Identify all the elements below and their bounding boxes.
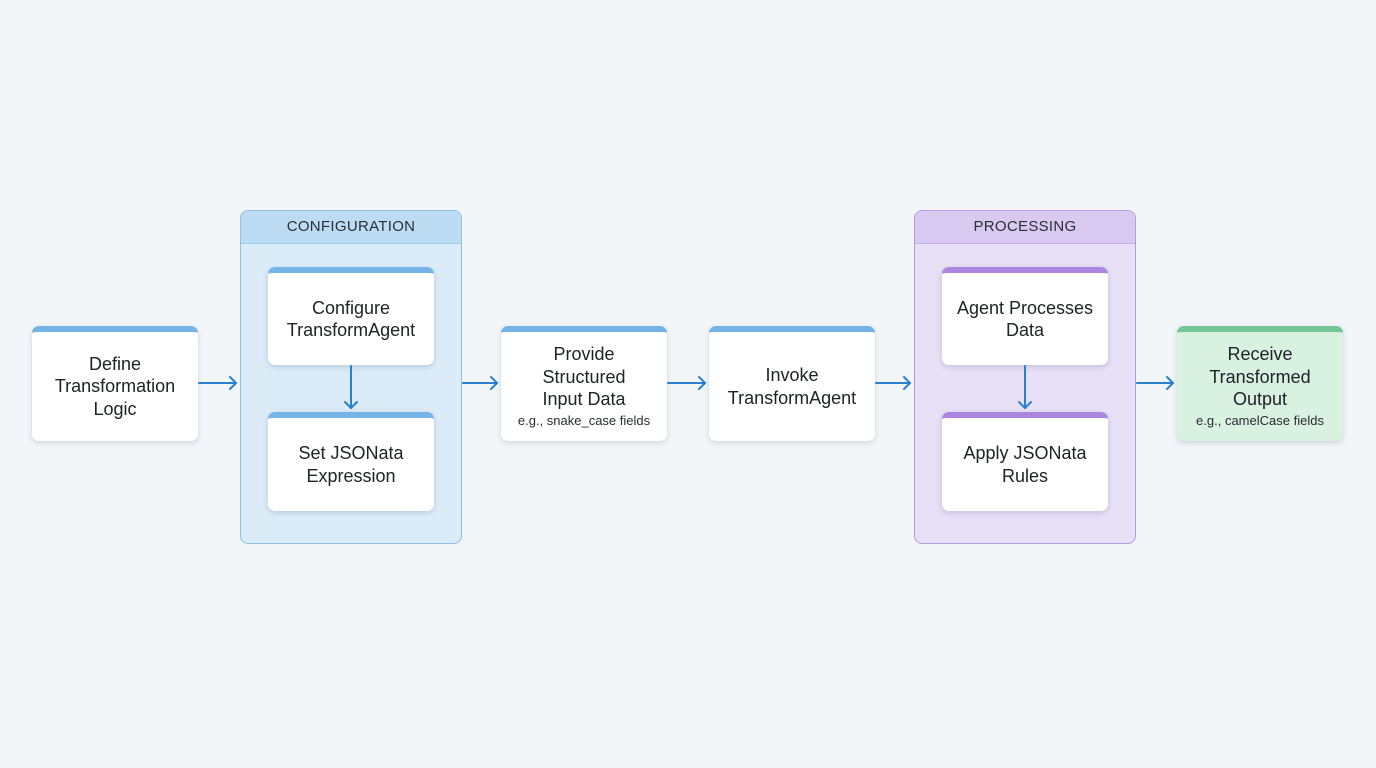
arrow-provide-to-invoke bbox=[667, 376, 706, 390]
arrow-define-to-configuration bbox=[198, 376, 237, 390]
arrow-configuration-to-provide bbox=[462, 376, 498, 390]
processing-group-label: PROCESSING bbox=[915, 211, 1135, 244]
provide-node-subtitle: e.g., snake_case fields bbox=[517, 412, 651, 428]
invoke-node-title: Invoke TransformAgent bbox=[727, 365, 857, 408]
provide-input-data-node: Provide Structured Input Data e.g., snak… bbox=[501, 326, 667, 441]
set-expression-node-title: Set JSONata Expression bbox=[298, 443, 404, 486]
define-node-title: Define Transformation Logic bbox=[54, 353, 176, 419]
invoke-transformagent-node: Invoke TransformAgent bbox=[709, 326, 875, 441]
provide-node-title: Provide Structured Input Data bbox=[542, 344, 626, 410]
agent-processes-data-node: Agent Processes Data bbox=[942, 267, 1108, 365]
define-transformation-logic-node: Define Transformation Logic bbox=[32, 326, 198, 441]
agent-processes-node-title: Agent Processes Data bbox=[956, 297, 1094, 341]
arrow-invoke-to-processing bbox=[875, 376, 911, 390]
configure-node-title: Configure TransformAgent bbox=[286, 297, 416, 341]
configure-transformagent-node: Configure TransformAgent bbox=[268, 267, 434, 365]
arrow-processing-to-receive bbox=[1136, 376, 1174, 390]
apply-jsonata-rules-node: Apply JSONata Rules bbox=[942, 412, 1108, 511]
configuration-group-label: CONFIGURATION bbox=[241, 211, 461, 244]
set-jsonata-expression-node: Set JSONata Expression bbox=[268, 412, 434, 511]
receive-transformed-output-node: Receive Transformed Output e.g., camelCa… bbox=[1177, 326, 1343, 441]
receive-node-title: Receive Transformed Output bbox=[1209, 344, 1311, 410]
receive-node-subtitle: e.g., camelCase fields bbox=[1196, 412, 1324, 428]
apply-rules-node-title: Apply JSONata Rules bbox=[963, 443, 1087, 486]
